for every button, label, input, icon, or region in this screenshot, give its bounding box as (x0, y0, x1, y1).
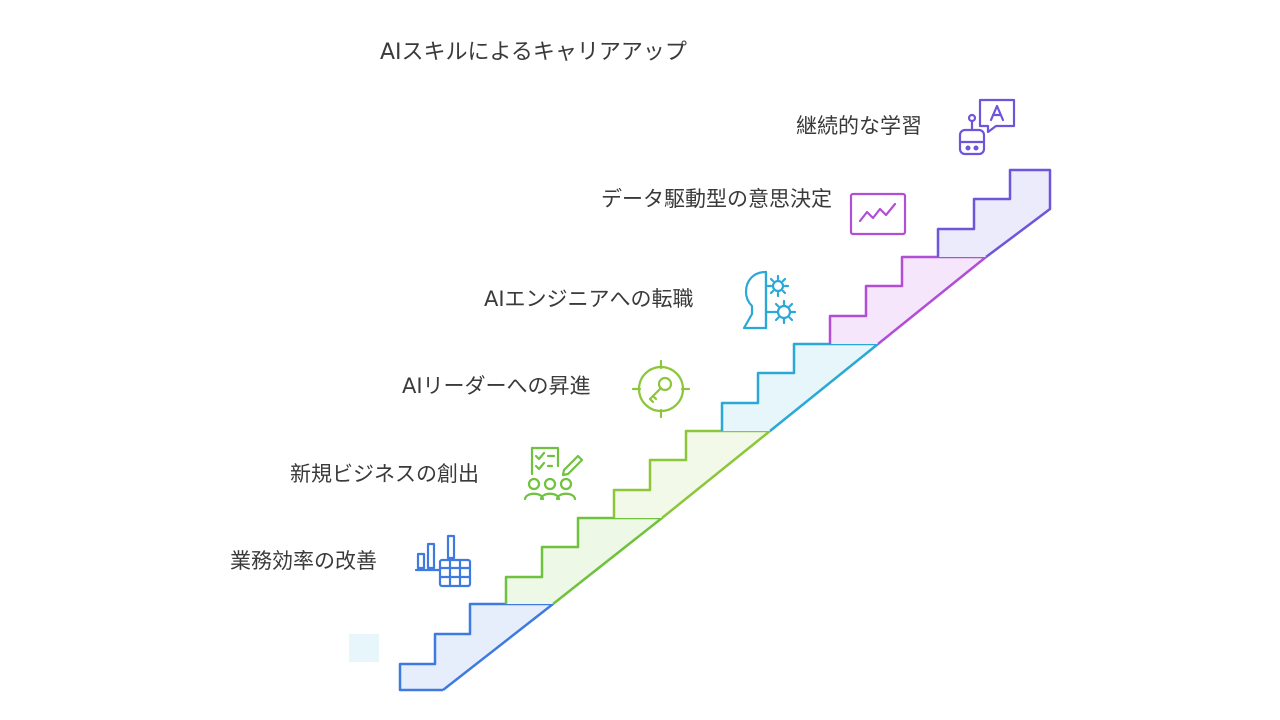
head-gear-icon (742, 270, 797, 330)
stair-segment-6 (936, 168, 1052, 258)
diagram-title: AIスキルによるキャリアアップ (380, 40, 687, 65)
step-label-4: AIエンジニアへの転職 (484, 287, 694, 311)
target-key-icon (632, 360, 690, 418)
step-label-3: AIリーダーへの昇進 (402, 374, 591, 398)
step-label-1: 業務効率の改善 (230, 549, 377, 573)
robot-chat-icon (958, 98, 1016, 156)
team-checklist-icon (523, 446, 584, 501)
stair-segment-5 (828, 255, 988, 345)
line-chart-icon (849, 192, 907, 236)
step-label-5: データ駆動型の意思決定 (601, 187, 832, 211)
stair-segment-2 (504, 516, 664, 605)
stair-segment-1 (398, 602, 555, 692)
stair-segment-3 (612, 429, 772, 519)
step-label-2: 新規ビジネスの創出 (290, 462, 479, 486)
chart-table-icon (414, 534, 472, 588)
stair-segment-4 (720, 342, 880, 432)
start-marker (349, 634, 379, 662)
step-label-6: 継続的な学習 (796, 114, 922, 138)
